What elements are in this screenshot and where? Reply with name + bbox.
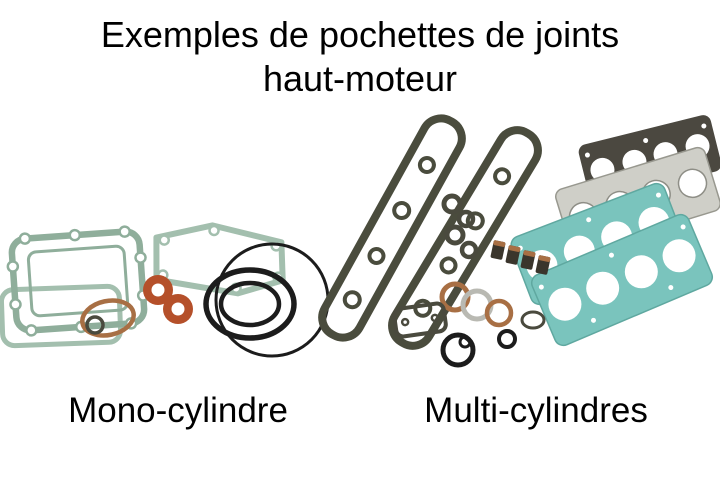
- o-ring-with-dot: [440, 332, 476, 368]
- caption-multi-cylindres: Multi-cylindres: [424, 391, 648, 430]
- small-black-ring: [497, 329, 517, 349]
- small-dark-oval: [520, 310, 546, 330]
- exhaust-gasket-orange: [163, 294, 193, 324]
- copper-washer-oval: [80, 298, 136, 338]
- small-rect-gasket: [392, 301, 448, 339]
- head-gasket-teal-front: [530, 213, 714, 347]
- multi-cylinder-gasket-set: [318, 114, 720, 368]
- small-dark-ring: [85, 315, 105, 335]
- base-gasket-partial: [0, 283, 124, 349]
- o-ring-cluster: [203, 242, 330, 358]
- title-line2: haut-moteur: [262, 57, 458, 99]
- seal-ring-stack: [441, 193, 479, 260]
- title-line1: Exemples de pochettes de joints: [100, 14, 620, 55]
- mono-cylinder-gasket-set: [0, 222, 330, 358]
- exhaust-gasket-orange: [143, 275, 173, 305]
- washer-cluster: [439, 281, 514, 328]
- page-title: Exemples de pochettes de joints haut-mot…: [0, 0, 720, 101]
- valve-cover-gasket: [318, 114, 466, 342]
- valve-stem-seals: [490, 240, 551, 275]
- clutch-cover-gasket: [6, 225, 150, 337]
- caption-mono-cylindre: Mono-cylindre: [68, 391, 288, 430]
- gasket-kits-photo: [0, 114, 720, 368]
